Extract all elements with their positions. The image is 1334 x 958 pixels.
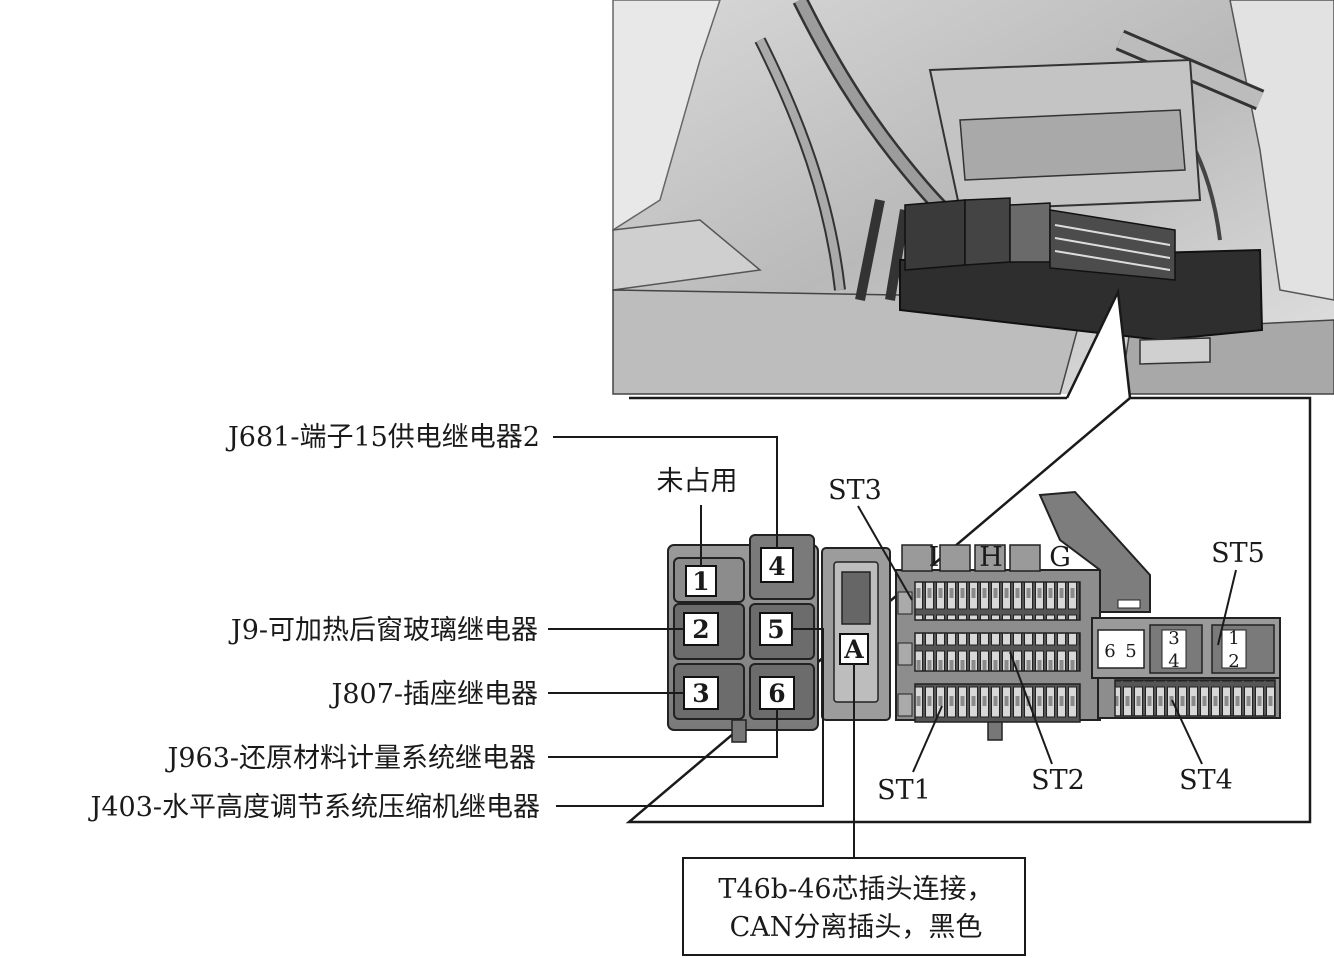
callout-j807: J807-插座继电器 [329,679,538,710]
connector-a: A [821,547,891,721]
st5-pos-1: 1 [1228,628,1239,649]
connector-note-line1: T46b-46芯插头连接， [718,874,993,905]
slot-6-box [759,676,795,710]
slot-5: 5 [767,615,784,644]
connector-note-box: T46b-46芯插头连接， CAN分离插头，黑色 [682,857,1026,956]
fuse-row-st3 [914,581,1081,621]
slot-3-box [683,676,719,710]
label-st3: ST3 [828,475,882,506]
label-g: G [1049,542,1071,573]
fuse-module-st4-st5 [1091,617,1281,719]
slot-1: 1 [692,567,709,596]
slot-3: 3 [692,679,709,708]
label-st4: ST4 [1179,765,1233,796]
slot-4: 4 [768,552,785,581]
callout-j9: J9-可加热后窗玻璃继电器 [228,615,538,646]
fuse-row-st4 [1114,679,1276,717]
st5-pos-3: 3 [1168,628,1179,649]
slot-5-box [759,612,793,646]
label-st1: ST1 [877,775,931,806]
slot-6: 6 [768,679,785,708]
label-a: A [843,635,864,664]
st5-pos-5: 5 [1125,641,1136,662]
fuse-row-st2 [914,632,1081,672]
st5-pos-2: 2 [1228,651,1239,672]
label-st5: ST5 [1211,538,1265,569]
zoom-pointer [1065,287,1132,399]
st5-pos-4: 4 [1168,651,1179,672]
slot-2: 2 [692,615,709,644]
connector-note-line2: CAN分离插头，黑色 [730,912,983,943]
slot-1-box [685,565,717,597]
callout-j403: J403-水平高度调节系统压缩机继电器 [88,792,540,823]
fuse-carrier [895,490,1151,741]
callout-j681: J681-端子15供电继电器2 [225,422,540,453]
label-i: I [929,542,940,573]
leader-lines [548,436,1237,858]
st5-pos-6: 6 [1104,641,1115,662]
label-h: H [979,542,1003,573]
fuse-row-st1 [914,683,1081,723]
slot-4-box [760,547,794,583]
installation-photo [612,0,1334,395]
relay-slot-labels: 1 4 2 5 3 6 [683,547,795,710]
label-st2: ST2 [1031,765,1085,796]
callout-unused: 未占用 [657,466,738,497]
callout-j963: J963-还原材料计量系统继电器 [165,743,536,774]
